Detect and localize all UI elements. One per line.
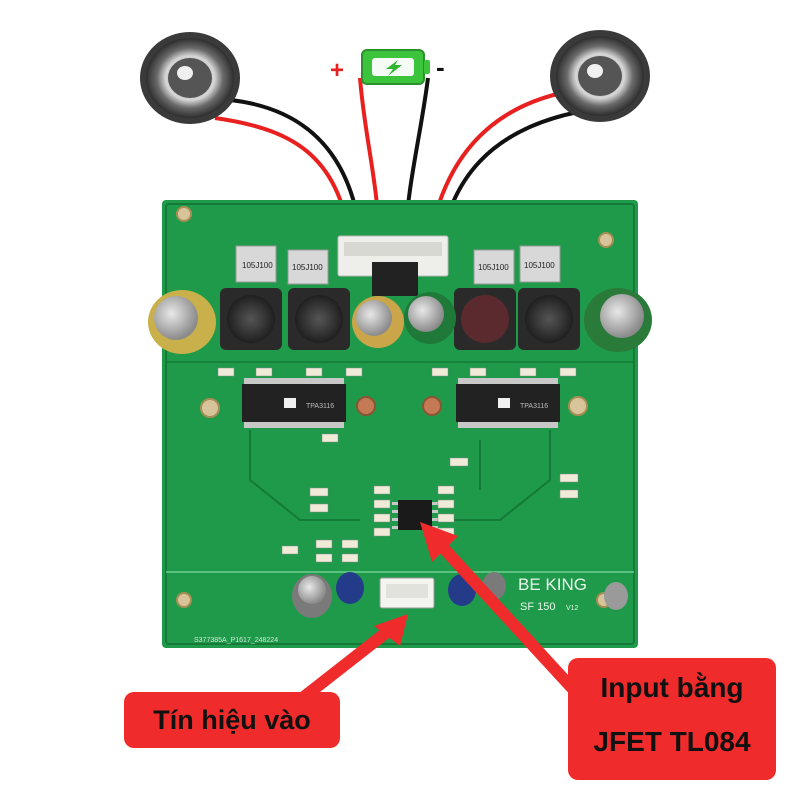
callout-signal-label: Tín hiệu vào xyxy=(153,705,311,735)
inductor-marking: 105J100 xyxy=(242,261,273,270)
audio-input-connector xyxy=(379,577,435,609)
callout-signal-input: Tín hiệu vào xyxy=(124,692,340,748)
speaker-power-connector xyxy=(337,235,449,296)
callout-input-line1: Input bằng xyxy=(600,672,744,703)
amp-ic-marking: TPA3116 xyxy=(306,403,334,410)
left-speaker xyxy=(140,32,240,124)
arrow-to-op-amp xyxy=(420,522,578,694)
inductor-marking: 105J100 xyxy=(292,263,323,272)
mounting-hole xyxy=(176,206,192,222)
inductors xyxy=(220,245,580,350)
input-op-amp-ic xyxy=(392,500,438,530)
battery-plus-label: + xyxy=(330,57,344,84)
battery-minus-label: - xyxy=(436,52,445,82)
mounting-hole xyxy=(176,592,192,608)
board-model: SF 150 xyxy=(520,601,555,613)
inductor-marking: 105J100 xyxy=(478,263,509,272)
inductor-marking: 105J100 xyxy=(524,261,555,270)
amp-ic-marking: TPA3116 xyxy=(520,403,548,410)
mounting-hole xyxy=(598,232,614,248)
callout-input-line2: JFET TL084 xyxy=(593,726,751,757)
amplifier-ics xyxy=(242,378,560,428)
board-version: V12 xyxy=(566,605,579,612)
right-speaker xyxy=(550,30,650,122)
smd-components xyxy=(217,367,579,563)
battery-icon xyxy=(361,49,430,85)
board-brand: BE KING xyxy=(518,575,587,594)
callout-input-jfet: Input bằng JFET TL084 xyxy=(568,658,776,780)
arrow-to-input-connector xyxy=(294,614,408,706)
capacitors xyxy=(148,288,652,618)
board-serial: S377385A_P1617_248224 xyxy=(194,637,278,644)
